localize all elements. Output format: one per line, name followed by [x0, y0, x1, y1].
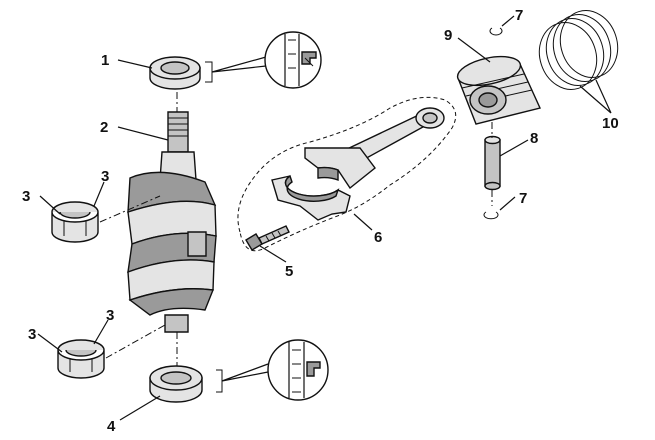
bottom-oil-seal — [149, 365, 203, 403]
label-clip-top: 7 — [515, 7, 523, 24]
upper-main-bearing — [51, 201, 99, 243]
label-seal-top: 1 — [101, 52, 109, 69]
bearing-upper-centerline — [99, 195, 161, 223]
label-bearing-upper-left: 3 — [22, 188, 30, 205]
label-crankshaft: 2 — [100, 119, 108, 136]
rod-bolt — [245, 225, 290, 251]
label-bearing-upper-right: 3 — [101, 168, 109, 185]
crankshaft — [127, 92, 217, 368]
label-rod-bolt: 5 — [285, 263, 293, 280]
seal-bottom-bracket — [216, 369, 223, 393]
label-seal-bottom: 4 — [107, 418, 116, 435]
piston-pin-clip-top — [489, 27, 503, 36]
label-bearing-lower-right: 3 — [106, 307, 114, 324]
label-clip-bottom: 7 — [519, 190, 527, 207]
connecting-rod — [304, 107, 445, 190]
piston-pin — [484, 135, 501, 191]
piston-pin-clip-bottom — [483, 211, 499, 220]
connecting-rod-group-outline — [237, 96, 457, 252]
label-connecting-rod: 6 — [374, 229, 382, 246]
seal-top-pointer — [211, 56, 267, 73]
leader-lines — [37, 15, 612, 421]
bearing-lower-centerline — [105, 324, 166, 359]
piston-rings — [538, 10, 619, 90]
label-piston-pin: 8 — [530, 130, 538, 147]
piston — [456, 55, 541, 125]
seal-top-detail-inset — [264, 31, 322, 89]
seal-bottom-detail-inset — [267, 339, 329, 401]
seal-bottom-pointer — [221, 363, 269, 382]
top-oil-seal — [149, 56, 201, 90]
label-bearing-lower-left: 3 — [28, 326, 36, 343]
lower-main-bearing — [57, 339, 105, 379]
seal-top-bracket — [205, 61, 213, 83]
rod-cap — [271, 174, 351, 221]
label-piston: 9 — [444, 27, 452, 44]
label-piston-rings: 10 — [602, 115, 619, 132]
